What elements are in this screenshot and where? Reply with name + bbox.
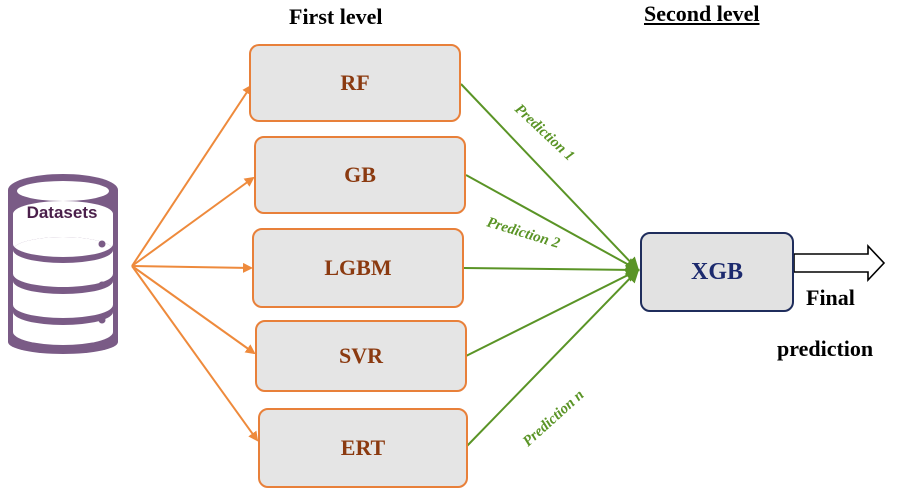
model-box-ert: ERT [258,408,468,488]
datasets-label: Datasets [27,203,98,222]
prediction-1-label: Prediction 1 [511,101,577,164]
second-level-title: Second level [644,1,760,26]
input-arrows [131,84,259,442]
arrow-gb-to-xgb [465,174,640,271]
arrow-rf-to-xgb [460,83,640,272]
arrow-svr-to-xgb [465,269,640,357]
arrow-to-rf [131,84,253,267]
arrow-to-svr [131,265,256,355]
arrow-to-gb [131,176,255,267]
model-label-rf: RF [340,70,370,95]
arrow-to-lgbm [131,262,253,273]
database-icon [8,174,118,354]
final-prediction-line1: Final [806,285,855,310]
model-label-gb: GB [344,162,376,187]
arrow-lgbm-to-xgb [463,262,640,277]
model-box-gb: GB [254,136,466,214]
first-level-title: First level [289,4,383,29]
model-box-rf: RF [249,44,461,122]
prediction-n-label: Prediction n [520,387,587,450]
arrow-to-ert [131,265,259,442]
arrow-ert-to-xgb [465,268,640,448]
model-label-lgbm: LGBM [324,255,392,280]
model-box-svr: SVR [255,320,467,392]
output-arrow [793,243,886,283]
model-label-svr: SVR [338,343,383,368]
prediction-arrows [460,83,640,448]
meta-model-box-xgb: XGB [640,232,794,312]
model-label-ert: ERT [340,435,386,460]
meta-model-label: XGB [690,258,743,285]
prediction-2-label: Prediction 2 [485,215,562,252]
final-prediction-line2: prediction [777,336,874,361]
model-box-lgbm: LGBM [252,228,464,308]
